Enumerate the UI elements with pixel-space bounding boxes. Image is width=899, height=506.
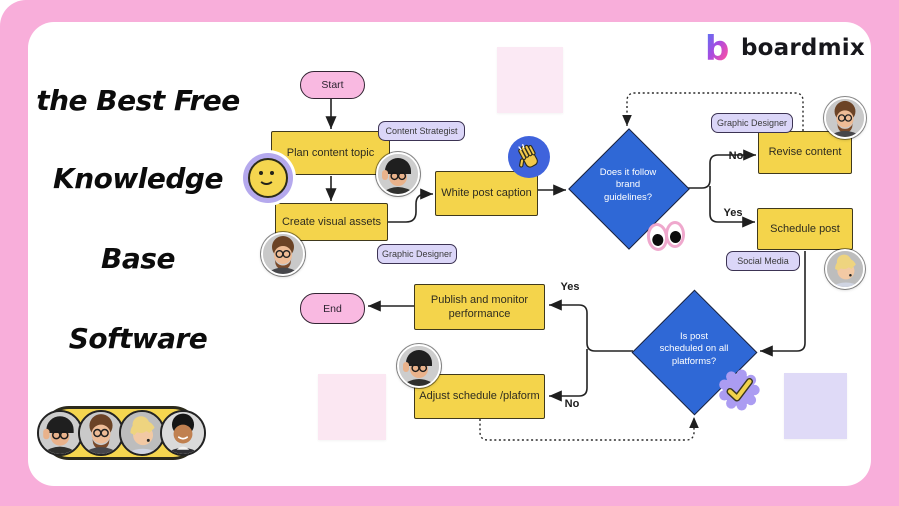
decision2-line1: Is post xyxy=(680,331,708,342)
avatar-graphic-designer xyxy=(261,232,305,276)
branch-label-no-2: No xyxy=(564,398,580,410)
waving-hand-icon xyxy=(508,136,550,178)
decision2-line3: platforms? xyxy=(671,355,717,367)
branch-label-yes-1: Yes xyxy=(723,207,743,219)
branch-label-no-1: No xyxy=(728,150,744,162)
tag-social-media: Social Media xyxy=(726,251,800,271)
googly-eye-right xyxy=(665,221,685,248)
revise-content-node: Revise content xyxy=(758,131,852,174)
headline-line-4: Software xyxy=(68,322,208,355)
tag-content-strategist: Content Strategist xyxy=(378,121,465,141)
decision2-line2: scheduled on all xyxy=(659,343,729,355)
smiley-eye-right xyxy=(270,171,274,175)
team-avatar-4 xyxy=(159,410,206,456)
headline-line-3: Base xyxy=(101,242,175,275)
end-node: End xyxy=(300,293,365,324)
publish-monitor-node: Publish and monitor performance xyxy=(414,284,545,330)
team-avatar-2 xyxy=(77,410,124,456)
sticky-note-pink-top xyxy=(497,47,563,113)
start-node: Start xyxy=(300,71,365,99)
googly-eyes-icon xyxy=(645,220,697,253)
brand-name: boardmix xyxy=(741,35,865,61)
avatar-social-media xyxy=(825,249,865,289)
brand-logo: b boardmix xyxy=(704,31,865,65)
branch-label-yes-2: Yes xyxy=(560,281,580,293)
team-avatar-3 xyxy=(118,410,165,456)
smiley-eye-left xyxy=(259,171,263,175)
sticky-note-lavender xyxy=(784,373,847,439)
white-post-caption-node: White post caption xyxy=(435,171,538,216)
team-avatar-1 xyxy=(36,410,83,456)
avatar-revise-content xyxy=(824,97,866,139)
avatar-content-strategist xyxy=(376,152,420,196)
check-badge-icon xyxy=(716,367,762,418)
headline-line-2: Knowledge xyxy=(53,162,223,195)
sticky-note-pink-bottom xyxy=(318,374,386,440)
smiley-mouth xyxy=(258,174,275,185)
svg-text:b: b xyxy=(705,31,729,65)
smiley-face-icon xyxy=(248,158,288,198)
decision1-line1: Does it follow xyxy=(599,167,657,178)
team-avatars-pill xyxy=(36,406,206,460)
plan-content-node: Plan content topic xyxy=(271,131,390,175)
platforms-decision-text: Is post scheduled on all platforms? xyxy=(648,331,740,368)
decision1-line3: guidelines? xyxy=(603,191,653,203)
boardmix-b-icon: b xyxy=(705,31,729,65)
headline-line-1: the Best Free xyxy=(36,84,240,117)
tag-graphic-designer-create: Graphic Designer xyxy=(377,244,457,264)
tag-graphic-designer-revise: Graphic Designer xyxy=(711,113,793,133)
schedule-post-node: Schedule post xyxy=(757,208,853,250)
brand-guidelines-decision-text: Does it follow brand guidelines? xyxy=(581,167,675,204)
avatar-adjust-schedule xyxy=(397,344,441,388)
decision1-line2: brand xyxy=(615,179,641,191)
